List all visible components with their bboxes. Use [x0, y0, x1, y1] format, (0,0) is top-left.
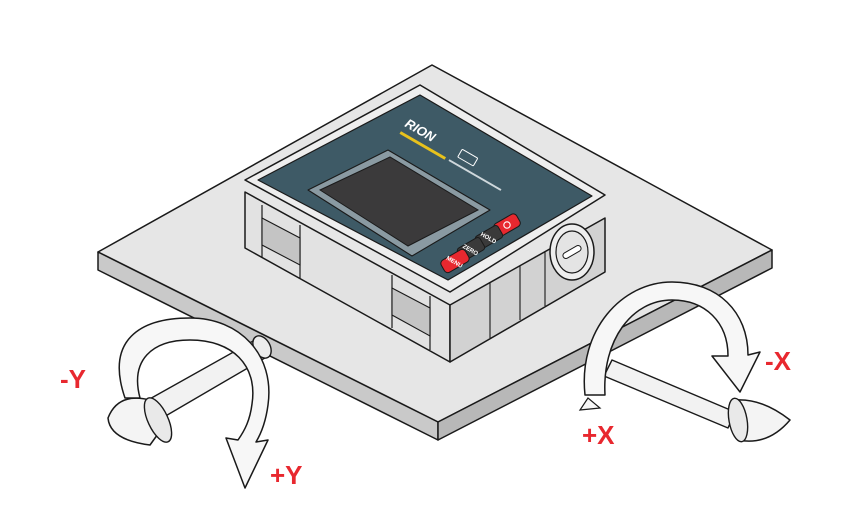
inclinometer-device: RION HOLD ZERO MENU	[244, 84, 606, 363]
label-pos-y: +Y	[270, 460, 303, 490]
x-rotation-arrow-icon	[578, 281, 761, 411]
label-pos-x: +X	[582, 420, 615, 450]
screen	[318, 156, 480, 247]
x-axis-cone-icon	[734, 399, 791, 442]
battery-cap	[549, 223, 595, 281]
y-rotation-arrow-icon	[118, 317, 270, 489]
label-neg-x: -X	[765, 346, 792, 376]
power-icon	[503, 221, 511, 229]
x-axis-rod	[603, 359, 791, 443]
menu-button[interactable]: MENU	[439, 248, 470, 274]
y-axis-rod	[107, 335, 272, 446]
label-neg-y: -Y	[60, 364, 86, 394]
